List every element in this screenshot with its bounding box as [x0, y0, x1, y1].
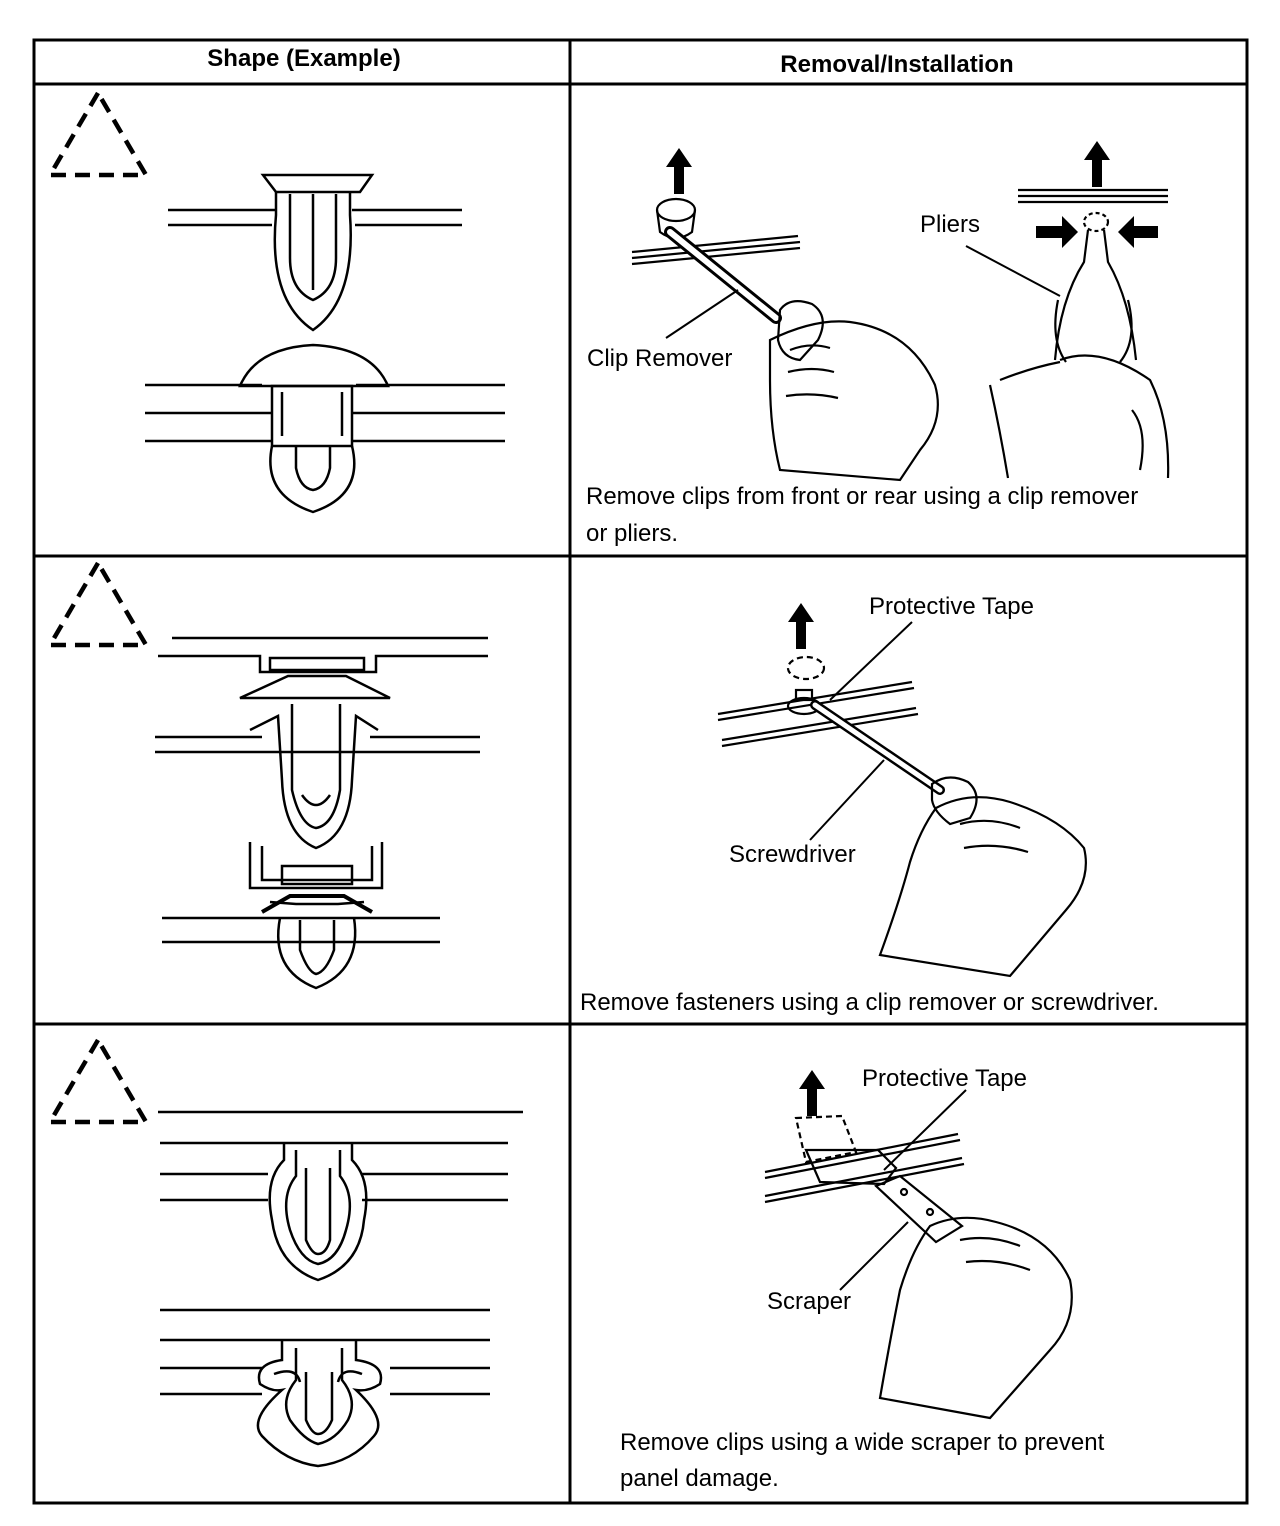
leader-line [839, 1221, 909, 1291]
header-removal-installation: Removal/Installation [780, 51, 1013, 78]
squeeze-arrows-icon [1036, 216, 1158, 248]
arrow-up-icon [799, 1070, 825, 1116]
illustration-screwdriver [717, 655, 1087, 978]
clip-shape-bracket-fastener [162, 842, 440, 990]
table-grid [32, 38, 1249, 1505]
leader-line [883, 1089, 967, 1171]
leader-line [665, 289, 739, 339]
header-shape-example: Shape (Example) [207, 45, 400, 72]
clip-shape-rivet-type [145, 343, 505, 514]
label-protective-tape: Protective Tape [869, 593, 1034, 620]
clip-shape-push-type [168, 173, 462, 332]
leader-line [965, 245, 1061, 297]
label-screwdriver: Screwdriver [729, 841, 856, 868]
label-scraper: Scraper [767, 1288, 851, 1315]
caption-line-2: or pliers. [586, 520, 678, 547]
arrow-up-icon [788, 603, 814, 649]
arrow-up-icon [666, 148, 692, 194]
arrow-up-icon [1084, 141, 1110, 187]
illustration-pliers [988, 188, 1170, 479]
leader-line [829, 621, 913, 701]
caution-triangle-icon [50, 563, 146, 645]
clip-shape-trim-fastener [155, 636, 488, 850]
row-3: Protective Tape Scraper Remove clips usi… [50, 1040, 1105, 1492]
leader-line [809, 759, 885, 841]
caption-line-1: Remove clips from front or rear using a … [586, 483, 1138, 510]
clip-shape-spring-clip [158, 1110, 523, 1282]
caption-line-2: panel damage. [620, 1465, 779, 1492]
caution-triangle-icon [50, 1040, 146, 1122]
row-2: Protective Tape Screwdriver Remove faste… [50, 563, 1159, 1016]
caption-line-1: Remove fasteners using a clip remover or… [580, 989, 1159, 1016]
row-1: Clip Remover Pliers Remove clips from fr… [50, 93, 1170, 547]
label-protective-tape: Protective Tape [862, 1065, 1027, 1092]
illustration-scraper [764, 1114, 1073, 1420]
caution-triangle-icon [50, 93, 146, 175]
caption-line-1: Remove clips using a wide scraper to pre… [620, 1429, 1105, 1456]
clip-shape-wire-clip [160, 1308, 490, 1468]
illustration-clip-remover [631, 197, 939, 482]
label-clip-remover: Clip Remover [587, 345, 732, 372]
label-pliers: Pliers [920, 211, 980, 238]
